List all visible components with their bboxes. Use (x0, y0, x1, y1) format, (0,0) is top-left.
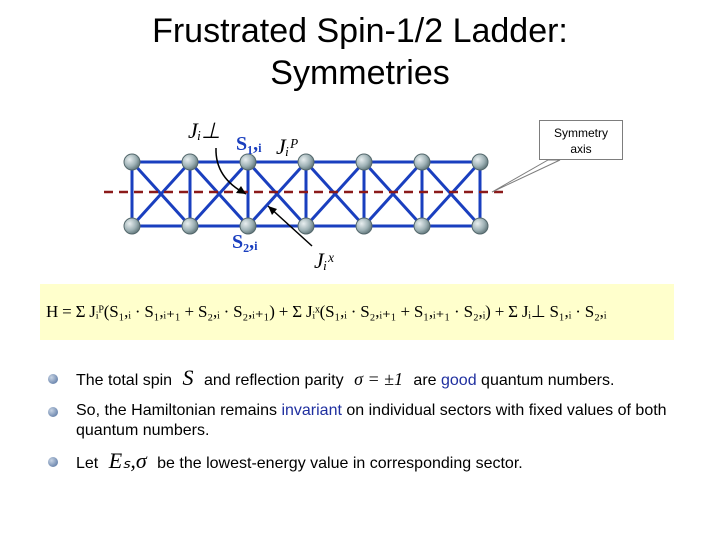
bullet-list: The total spin S and reflection parity σ… (44, 365, 694, 484)
diagonal-bond (246, 160, 308, 228)
label-j-perp: Jᵢ⊥ (188, 118, 220, 143)
spin-site (123, 217, 141, 235)
spin-site (355, 217, 373, 235)
spin-site (471, 153, 489, 171)
callout-line-1: Symmetry (554, 126, 608, 140)
spin-site (297, 217, 315, 235)
bullet-dot-icon (48, 457, 58, 467)
diagonal-bond (362, 160, 424, 228)
ladder-diagram: Jᵢ⊥ S₁,ᵢ Jᵢᴾ S₂,ᵢ Jᵢˣ (104, 118, 561, 273)
spin-site (181, 217, 199, 235)
symmetry-axis-callout: Symmetry axis (539, 120, 623, 160)
spin-site (471, 217, 489, 235)
j-perp-arrowhead (236, 186, 246, 194)
label-j-cross: Jᵢˣ (314, 248, 334, 273)
spin-site (123, 153, 141, 171)
ladder-bonds (130, 160, 482, 228)
j-cross-arrowhead (268, 206, 277, 215)
callout-line-2: axis (570, 142, 592, 156)
diagonal-bond (130, 160, 192, 228)
spin-site (297, 153, 315, 171)
spin-site (413, 153, 431, 171)
title-line-1: Frustrated Spin-1/2 Ladder: (152, 12, 568, 50)
spin-site (239, 217, 257, 235)
label-s1: S₁,ᵢ (236, 133, 262, 155)
parity-symbol: σ = ±1 (354, 369, 403, 389)
label-j-p: Jᵢᴾ (276, 134, 298, 159)
bullet-item-1: The total spin S and reflection parity σ… (44, 365, 694, 391)
spin-site (181, 153, 199, 171)
hamiltonian-equation: H = Σ Jᵢᴾ(S₁,ᵢ · S₁,ᵢ₊₁ + S₂,ᵢ · S₂,ᵢ₊₁)… (40, 284, 674, 340)
energy-symbol: Eₛ,σ (108, 448, 147, 473)
bullet-dot-icon (48, 407, 58, 417)
label-s2: S₂,ᵢ (232, 231, 258, 253)
callout-pointer (491, 159, 561, 193)
hamiltonian-text: H = Σ Jᵢᴾ(S₁,ᵢ · S₁,ᵢ₊₁ + S₂,ᵢ · S₂,ᵢ₊₁)… (46, 302, 607, 321)
spin-site (355, 153, 373, 171)
j-cross-arrow (267, 205, 313, 247)
diagonal-bond (304, 160, 366, 228)
diagonal-bond (420, 160, 482, 228)
bullet-item-2: So, the Hamiltonian remains invariant on… (44, 401, 694, 441)
slide-title: Frustrated Spin-1/2 Ladder: Symmetries (60, 10, 660, 94)
diagonal-bond (188, 160, 250, 228)
title-line-2: Symmetries (270, 54, 450, 92)
highlight-invariant: invariant (281, 402, 342, 419)
total-spin-symbol: S (182, 365, 194, 390)
ladder-sites (123, 153, 489, 235)
bullet-dot-icon (48, 374, 58, 384)
highlight-good: good (441, 372, 477, 389)
bullet-item-3: Let Eₛ,σ be the lowest-energy value in c… (44, 448, 694, 474)
spin-site (413, 217, 431, 235)
spin-site (239, 153, 257, 171)
